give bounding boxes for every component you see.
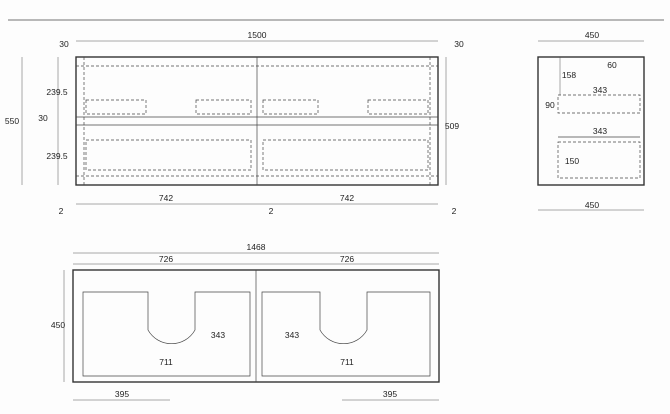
front-upper-center-right-drawer-hidden	[262, 99, 319, 115]
front-upper-center-left-drawer-hidden	[195, 99, 252, 115]
front-right-panel-width-label: 742	[340, 193, 354, 203]
front-upper-left-drawer-hidden	[85, 99, 147, 115]
plan-right-bay-width-label: 726	[340, 254, 354, 264]
plan-right-cutout-offset-label: 395	[383, 389, 397, 399]
side-bottom-depth-label: 450	[585, 200, 599, 210]
plan-left-drawer-depth-label: 343	[211, 330, 225, 340]
plan-right-drawer-width-label: 711	[340, 357, 354, 367]
plan-right-drawer-depth-label: 343	[285, 330, 299, 340]
plan-overall-width-label: 1468	[247, 242, 266, 252]
plan-right-drawer-outline	[261, 291, 431, 377]
side-tray-height-label: 90	[545, 100, 555, 110]
side-top-offset-label: 158	[562, 70, 576, 80]
front-right-gap-label: 2	[452, 206, 457, 216]
front-upper-drawer-height-label: 239.5	[46, 87, 68, 97]
front-lower-drawer-height-label: 239.5	[46, 151, 68, 161]
plan-left-bay-width-label: 726	[159, 254, 173, 264]
side-top-depth-label: 450	[585, 30, 599, 40]
side-cabinet-outline	[537, 56, 645, 186]
plan-left-drawer-outline	[82, 291, 251, 377]
side-tray-depth-label: 60	[607, 60, 617, 70]
side-lower-drawer-depth-label: 343	[593, 126, 607, 136]
front-left-gap-label: 2	[59, 206, 64, 216]
front-overall-width-label: 1500	[248, 30, 267, 40]
front-overall-height-label: 550	[5, 116, 19, 126]
front-upper-right-drawer-hidden	[367, 99, 429, 115]
front-center-gap-label: 2	[269, 206, 274, 216]
side-elevation: 450 158 60 90 343 343 150 450	[537, 30, 645, 211]
front-lower-left-drawer-hidden	[85, 139, 252, 171]
plan-left-cutout-offset-label: 395	[115, 389, 129, 399]
front-left-side-label: 30	[59, 39, 69, 49]
front-body-height-label: 509	[445, 121, 459, 131]
side-lower-drawer-height-label: 150	[565, 156, 579, 166]
side-lower-drawer-hidden	[557, 141, 641, 179]
front-lower-right-drawer-hidden	[262, 139, 429, 171]
front-elevation: 1500 30 30 550 239.5 30 239.5 509 2 742 …	[5, 30, 464, 216]
plan-depth-label: 450	[51, 320, 65, 330]
side-upper-drawer-depth-label: 343	[593, 85, 607, 95]
front-middle-rail-label: 30	[38, 113, 48, 123]
front-left-panel-width-label: 742	[159, 193, 173, 203]
side-upper-tray-hidden	[557, 94, 641, 114]
plan-left-drawer-width-label: 711	[159, 357, 173, 367]
front-right-side-label: 30	[454, 39, 464, 49]
plan-view: 1468 726 726 450 343 343 711 711 395 395	[51, 242, 440, 401]
